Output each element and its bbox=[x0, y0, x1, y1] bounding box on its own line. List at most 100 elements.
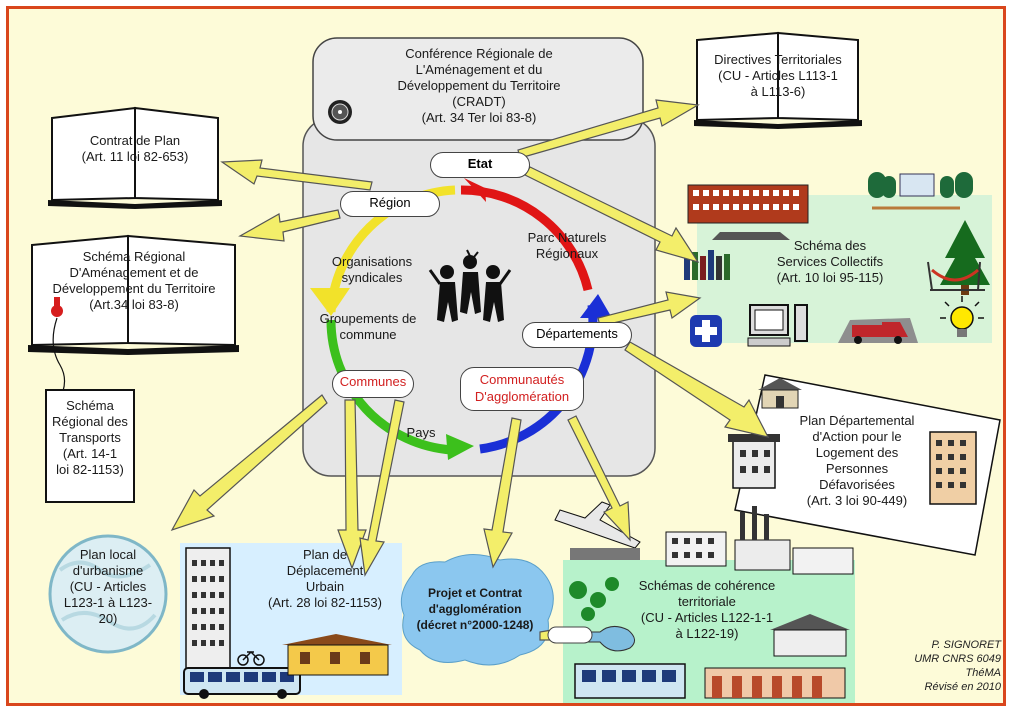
cradt-box bbox=[312, 37, 644, 141]
sradt-line: Schéma Régional bbox=[82, 249, 186, 264]
hospital-cross-icon bbox=[690, 315, 722, 347]
lightbulb-icon bbox=[940, 296, 984, 337]
doc-scot: Schémas de cohérence territoriale (CU - … bbox=[620, 578, 794, 642]
sradt-line: Développement du Territoire bbox=[52, 281, 216, 296]
bicycle-icon bbox=[237, 650, 265, 666]
bus-icon bbox=[183, 667, 301, 699]
arrow-comm-to-scot bbox=[567, 415, 631, 542]
arrow-region-to-contrat bbox=[220, 159, 373, 191]
node-communautes: Communautés D'agglomération bbox=[460, 367, 584, 411]
sradt-line: (Art.34 loi 83-8) bbox=[89, 297, 179, 312]
house-icon bbox=[758, 378, 802, 409]
park-icon bbox=[868, 172, 973, 210]
doc-pdalpd: Plan Départemental d'Action pour le Loge… bbox=[782, 413, 932, 509]
cradt-title: Conférence Régionale de L'Aménagement et… bbox=[340, 46, 618, 126]
parc-line: Régionaux bbox=[535, 246, 599, 261]
cradt-line: Conférence Régionale de bbox=[405, 46, 553, 61]
arrow-communes-to-pdu-b bbox=[359, 399, 405, 577]
transports-line: (Art. 14-1 bbox=[62, 446, 118, 461]
doc-sradt: Schéma Régional D'Aménagement et de Déve… bbox=[34, 249, 234, 313]
communautes-line: Communautés bbox=[479, 372, 565, 387]
doc-services: Schéma des Services Collectifs (Art. 10 … bbox=[760, 238, 900, 286]
city-block-icon bbox=[665, 531, 727, 567]
credit-line: P. SIGNORET bbox=[931, 639, 1001, 651]
organisations-line: syndicales bbox=[341, 270, 403, 285]
communautes-line: D'agglomération bbox=[474, 389, 570, 404]
contrat-plan-book bbox=[48, 106, 222, 209]
scot-connector-pill bbox=[547, 626, 593, 644]
apartment-left-icon bbox=[728, 434, 780, 489]
plu-line: 20) bbox=[98, 611, 118, 626]
cradt-line: (CRADT) bbox=[452, 94, 506, 109]
node-etat: Etat bbox=[430, 152, 530, 178]
node-departements: Départements bbox=[522, 322, 632, 348]
transports-line: Régional des bbox=[52, 414, 128, 429]
people-icon bbox=[428, 249, 512, 322]
arrow-comm-to-projet bbox=[483, 417, 522, 569]
flow-arrows bbox=[170, 99, 770, 641]
credits: P. SIGNORET UMR CNRS 6049 ThéMA Révisé e… bbox=[914, 638, 1001, 694]
pdalpd-line: Personnes bbox=[825, 461, 889, 476]
factory-icon bbox=[734, 506, 854, 575]
cycle-green-arc bbox=[326, 319, 453, 455]
node-communes: Communes bbox=[332, 370, 414, 398]
doc-pdu: Plan de Déplacement Urbain (Art. 28 loi … bbox=[252, 547, 398, 611]
transports-line: Schéma bbox=[66, 398, 114, 413]
label-organisations: Organisations syndicales bbox=[312, 254, 432, 286]
groupements-line: Groupements de bbox=[319, 311, 417, 326]
cradt-line: (Art. 34 Ter loi 83-8) bbox=[421, 110, 537, 125]
cycle-blue-head bbox=[580, 294, 612, 318]
cradt-line: L'Aménagement et du bbox=[415, 62, 543, 77]
transports-line: Transports bbox=[59, 430, 121, 445]
scot-line: Schémas de cohérence bbox=[638, 578, 776, 593]
apartment-right-icon bbox=[929, 431, 977, 505]
arrow-etat-to-directives bbox=[517, 99, 700, 159]
arrow-dep-to-pdalpd bbox=[624, 341, 770, 438]
pdu-line: Déplacement bbox=[286, 563, 364, 578]
organisations-line: Organisations bbox=[331, 254, 413, 269]
truck-icon bbox=[838, 318, 918, 344]
arrow-etat-to-services bbox=[524, 166, 700, 264]
market-icon bbox=[704, 667, 846, 699]
pdalpd-line: Logement des bbox=[815, 445, 899, 460]
arrow-region-to-sradt bbox=[238, 209, 341, 242]
cycle-red-head bbox=[464, 178, 486, 202]
pdalpd-line: d'Action pour le bbox=[812, 429, 902, 444]
pdu-line: Plan de bbox=[302, 547, 348, 562]
plu-line: (CU - Articles bbox=[69, 579, 147, 594]
services-line: Schéma des bbox=[793, 238, 867, 253]
plu-line: d'urbanisme bbox=[72, 563, 144, 578]
arrow-dep-to-services bbox=[597, 291, 702, 327]
directives-book bbox=[694, 31, 862, 129]
station-icon bbox=[282, 634, 392, 676]
directives-line: (CU - Articles L113-1 bbox=[718, 68, 838, 83]
trees-icon bbox=[569, 577, 619, 621]
plu-line: Plan local bbox=[79, 547, 137, 562]
doc-directives: Directives Territoriales (CU - Articles … bbox=[700, 52, 856, 100]
compass-icon bbox=[328, 100, 352, 124]
cycle-green-head bbox=[446, 434, 474, 460]
plu-line: L123-1 à L123- bbox=[63, 595, 153, 610]
hammock-icon bbox=[927, 261, 985, 291]
projet-cloud bbox=[400, 554, 554, 666]
pdu-line: (Art. 28 loi 82-1153) bbox=[268, 595, 382, 610]
sradt-book bbox=[28, 234, 239, 355]
arrow-communes-to-plu bbox=[170, 394, 328, 532]
label-groupements: Groupements de commune bbox=[306, 311, 430, 343]
label-pays: Pays bbox=[406, 425, 436, 440]
doc-transports: Schéma Régional des Transports (Art. 14-… bbox=[47, 398, 133, 478]
transports-box bbox=[45, 389, 135, 503]
directives-line: à L113-6) bbox=[750, 84, 806, 99]
computer-icon bbox=[747, 304, 808, 347]
pdalpd-line: Défavorisées bbox=[819, 477, 895, 492]
pdalpd-line: Plan Départemental bbox=[799, 413, 915, 428]
groupements-line: commune bbox=[339, 327, 397, 342]
label-parc: Parc Naturels Régionaux bbox=[512, 230, 622, 262]
pdalpd-line: (Art. 3 loi 90-449) bbox=[806, 493, 908, 508]
sradt-line: D'Aménagement et de bbox=[69, 265, 199, 280]
credit-line: Révisé en 2010 bbox=[924, 681, 1001, 693]
doc-plu: Plan local d'urbanisme (CU - Articles L1… bbox=[52, 547, 164, 627]
tram-icon bbox=[574, 663, 686, 699]
scot-line: territoriale bbox=[678, 594, 736, 609]
